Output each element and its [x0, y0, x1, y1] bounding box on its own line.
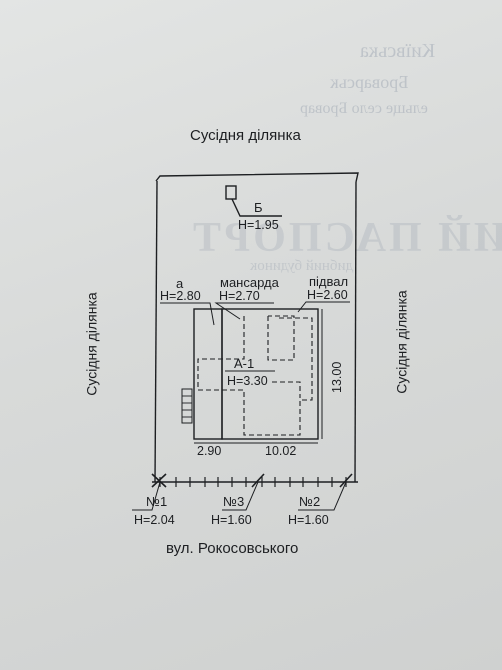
inner-dashed-line — [272, 381, 301, 398]
gate-1-height: H=2.04 — [134, 513, 175, 527]
shed-height: H=1.95 — [238, 218, 279, 232]
stairs — [181, 388, 193, 424]
house-outline — [221, 308, 319, 440]
basement-dashed-outline — [267, 315, 295, 361]
main-house-height: H=3.30 — [227, 374, 268, 388]
attic-height: H=2.70 — [219, 289, 260, 303]
west-boundary — [154, 180, 158, 483]
annex-height: H=2.80 — [160, 289, 201, 303]
gate-3-height: H=1.60 — [211, 513, 252, 527]
attic-dashed-outline — [197, 316, 313, 436]
gate-2-leader — [298, 481, 347, 511]
gate-1-leader — [132, 481, 161, 511]
attic-name: мансарда — [220, 275, 280, 290]
basement-name: підвал — [309, 274, 348, 289]
shed-leader — [231, 198, 282, 217]
basement-height: H=2.60 — [307, 288, 348, 302]
gate-2-mark — [339, 473, 353, 488]
basement-leader — [297, 301, 350, 313]
gate-2-height: H=1.60 — [288, 513, 329, 527]
gate-3-label: №3 — [223, 494, 244, 509]
shed-outline — [225, 185, 237, 200]
east-boundary — [354, 181, 357, 483]
gate-2-label: №2 — [299, 494, 320, 509]
house-depth-dimension: 13.00 — [330, 362, 344, 393]
house-width-dimension: 10.02 — [265, 444, 296, 458]
attic-leader — [214, 302, 274, 320]
fence-ticks — [159, 477, 347, 487]
annex-width-dimension: 2.90 — [197, 444, 221, 458]
gate-1-label: №1 — [146, 494, 167, 509]
north-boundary — [155, 172, 359, 183]
north-neighbor-label: Сусідня ділянка — [190, 127, 301, 144]
annex-leader — [160, 302, 215, 326]
gate-3-mark — [251, 473, 265, 488]
gate-3-leader — [222, 481, 259, 511]
shed-letter: Б — [254, 200, 263, 215]
street-name: вул. Рокосовського — [166, 540, 299, 557]
main-house-letter: А-1 — [234, 356, 254, 371]
annex-letter: а — [176, 276, 184, 291]
